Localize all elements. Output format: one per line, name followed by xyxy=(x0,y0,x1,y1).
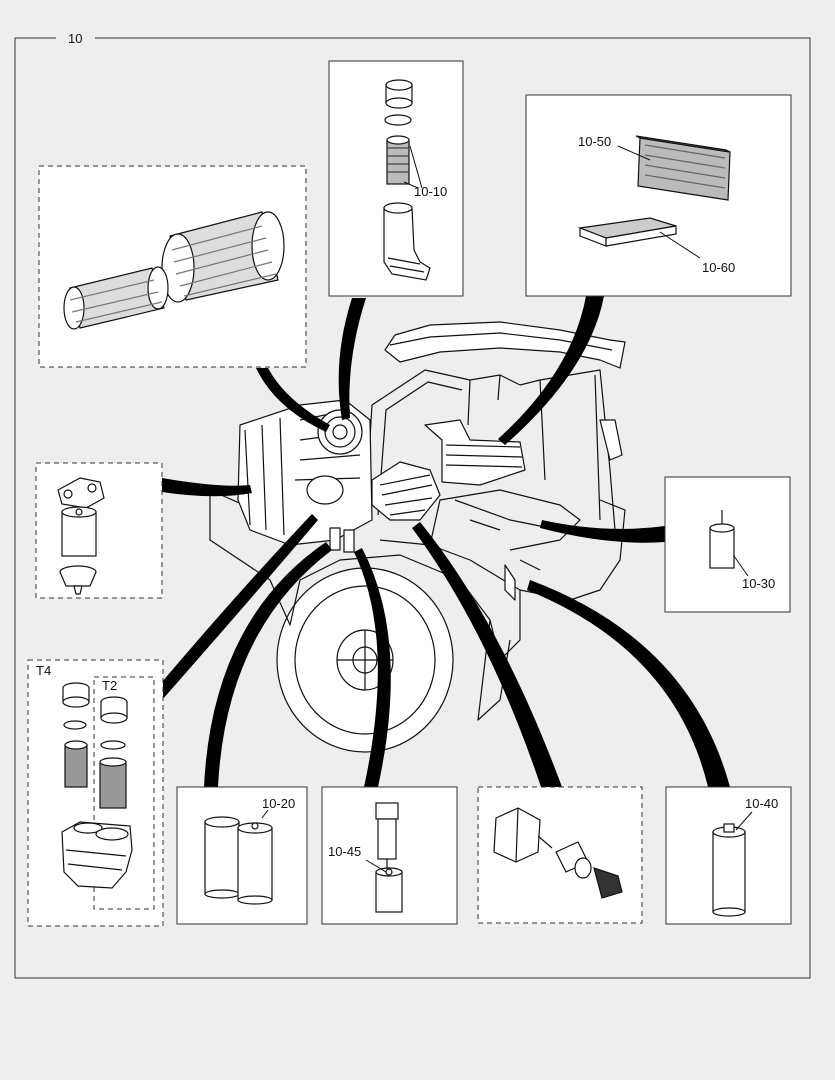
filter-housing-icon xyxy=(383,202,431,281)
leader-10-20 xyxy=(204,542,332,787)
panel-10-40: 10-40 xyxy=(665,786,792,925)
pointer-leaders xyxy=(162,296,730,787)
secondary-filter-icon xyxy=(375,867,403,913)
t2-element-icon xyxy=(99,757,127,809)
panel-fuel-prefilter xyxy=(35,462,163,599)
fuel-filter-pair-icon xyxy=(204,816,273,905)
variant-t2-label: T2 xyxy=(102,678,117,693)
callout-10-30: 10-30 xyxy=(742,576,775,591)
o-ring-icon xyxy=(384,114,412,126)
fuel-filter-housing-icon xyxy=(61,821,133,889)
panel-10-20: 10-20 xyxy=(176,786,308,925)
filter-element-icon xyxy=(386,135,410,185)
variant-t4-label: T4 xyxy=(36,663,51,678)
leader-10-50-60 xyxy=(498,296,604,445)
callout-10-45: 10-45 xyxy=(328,844,361,859)
leader-water-separator xyxy=(412,522,562,787)
t2-cap-icon xyxy=(100,696,128,724)
panel-fuel-filter-variants: T4 T2 xyxy=(27,659,164,927)
callout-10-50: 10-50 xyxy=(578,134,611,149)
machine-illustration xyxy=(209,321,626,753)
hydraulic-filter-icon xyxy=(712,823,746,917)
separator-head-icon xyxy=(493,807,553,863)
page-number: 10 xyxy=(68,31,82,46)
recirculation-filter-icon xyxy=(577,217,677,247)
air-filter-outer-icon xyxy=(161,211,285,303)
panel-10-10: 10-10 xyxy=(328,60,464,297)
leader-air-filter-a xyxy=(256,368,330,432)
t4-o-ring-icon xyxy=(63,720,87,730)
separator-element-icon xyxy=(555,841,592,879)
oil-filter-icon xyxy=(709,510,735,569)
callout-10-40: 10-40 xyxy=(745,796,778,811)
leader-10-10 xyxy=(338,298,366,420)
callout-10-60: 10-60 xyxy=(702,260,735,275)
filter-bracket-icon xyxy=(375,802,399,868)
callout-10-20: 10-20 xyxy=(262,796,295,811)
leader-10-30 xyxy=(540,520,665,543)
t2-o-ring-icon xyxy=(100,740,126,750)
leader-10-45 xyxy=(354,548,391,787)
panel-10-45: 10-45 xyxy=(321,786,458,925)
spin-on-filter-icon xyxy=(61,506,97,557)
cab-filter-icon xyxy=(635,135,731,201)
filter-head-icon xyxy=(57,477,105,509)
t4-cap-icon xyxy=(62,682,90,708)
panel-10-30: 10-30 xyxy=(664,476,791,613)
page-frame xyxy=(14,37,811,979)
leader-10-40 xyxy=(527,580,730,787)
t4-element-icon xyxy=(64,740,88,788)
callout-10-10: 10-10 xyxy=(414,184,447,199)
leader-t4-t2 xyxy=(162,514,318,700)
separator-bowl-icon xyxy=(593,867,623,899)
panel-water-separator xyxy=(477,786,643,924)
filter-cap-icon xyxy=(385,79,413,109)
leader-fuel-prefilter xyxy=(162,478,252,497)
air-filter-inner-icon xyxy=(63,266,169,330)
panel-air-filter xyxy=(38,165,307,368)
panel-10-50-10-60: 10-50 10-60 xyxy=(525,94,792,297)
water-bowl-icon xyxy=(59,565,97,595)
